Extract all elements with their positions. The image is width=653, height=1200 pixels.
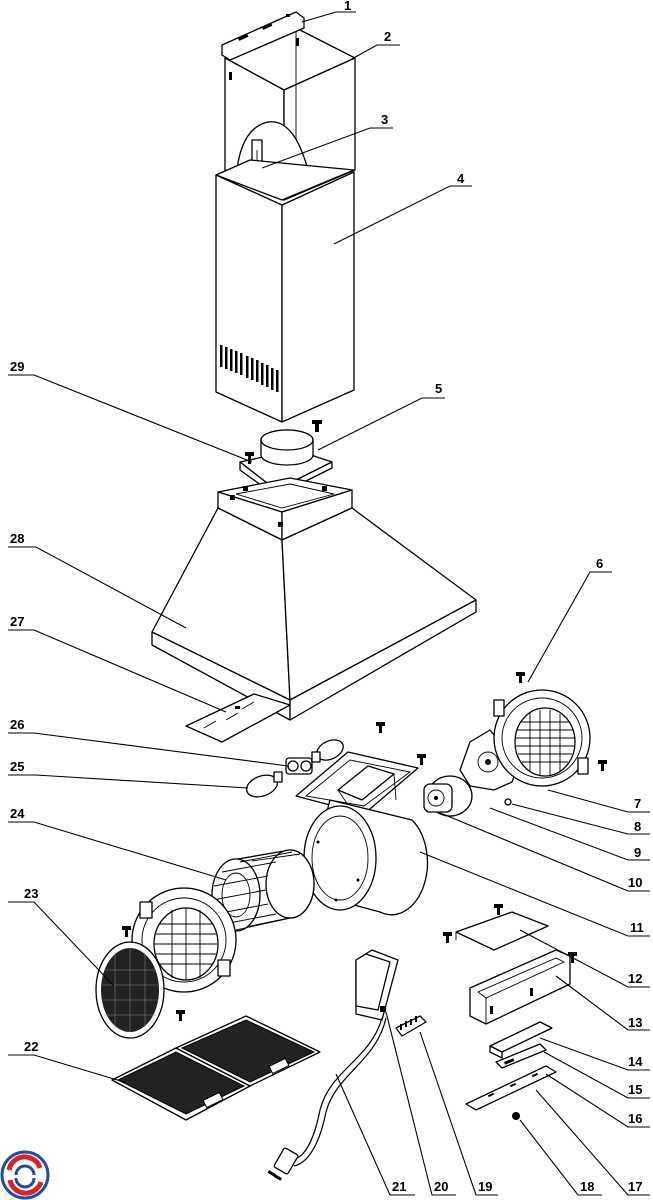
leader-lines	[8, 11, 650, 1196]
callout-19: 19	[478, 1179, 492, 1194]
callout-20: 20	[434, 1179, 448, 1194]
brand-logo	[0, 1150, 50, 1200]
grease-plate	[185, 693, 291, 743]
side-cover-right	[493, 672, 607, 787]
lower-chimney	[215, 159, 355, 423]
callout-21: 21	[392, 1179, 406, 1194]
callout-27: 27	[10, 614, 24, 629]
control-panel-assembly	[443, 904, 577, 1120]
callout-7: 7	[634, 796, 641, 811]
callout-23: 23	[24, 886, 38, 901]
blower-housing	[303, 799, 429, 916]
callout-9: 9	[634, 845, 641, 860]
motor-mount-plate	[459, 729, 521, 806]
callout-28: 28	[10, 531, 24, 546]
charcoal-filters	[111, 1015, 321, 1121]
callout-4: 4	[457, 171, 465, 186]
blower-duct	[295, 722, 426, 815]
motor	[423, 775, 473, 817]
callout-5: 5	[435, 381, 442, 396]
callout-29: 29	[10, 359, 24, 374]
callout-22: 22	[24, 1039, 38, 1054]
callout-17: 17	[628, 1179, 642, 1194]
callout-2: 2	[384, 29, 391, 44]
callout-26: 26	[10, 717, 24, 732]
callout-12: 12	[628, 971, 642, 986]
callout-18: 18	[580, 1179, 594, 1194]
callout-16: 16	[628, 1111, 642, 1126]
terminal-block	[395, 1015, 427, 1037]
callout-25: 25	[10, 759, 24, 774]
hood-body	[151, 477, 477, 721]
callout-13: 13	[628, 1015, 642, 1030]
callout-10: 10	[628, 875, 642, 890]
switch-box	[267, 949, 399, 1181]
callout-15: 15	[628, 1082, 642, 1097]
callout-11: 11	[630, 920, 644, 935]
callout-3: 3	[381, 112, 388, 127]
mesh-filter-round	[95, 941, 165, 1039]
callout-8: 8	[634, 819, 641, 834]
callout-1: 1	[344, 0, 351, 13]
callout-24: 24	[10, 806, 25, 821]
callout-14: 14	[628, 1054, 643, 1069]
callout-6: 6	[596, 556, 603, 571]
